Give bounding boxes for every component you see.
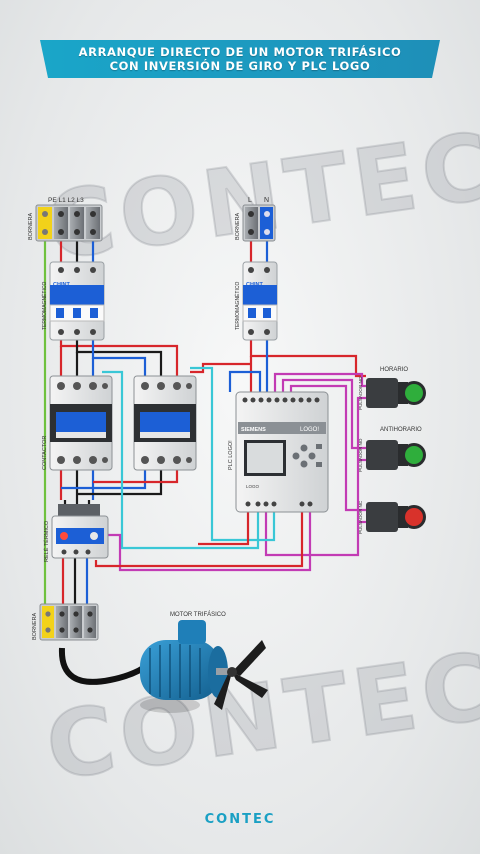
pushbutton-stop-side-label: PULSADOR NC <box>358 500 363 534</box>
title-line-2: CON INVERSIÓN DE GIRO Y PLC LOGO <box>109 59 371 73</box>
pushbutton-horario-label: HORARIO <box>380 367 408 373</box>
main-breaker-brand: CHINT <box>53 282 70 288</box>
control-n-label: N <box>264 197 269 204</box>
title-line-1: ARRANQUE DIRECTO DE UN MOTOR TRIFÁSICO <box>78 45 402 59</box>
wire-plc-btn-3 <box>289 384 368 512</box>
plc-brand: SIEMENS <box>241 427 266 433</box>
wire-plc-in-blue <box>228 370 262 392</box>
wire-km2-cross-2 <box>77 470 163 496</box>
motor-terminal-block <box>39 603 99 641</box>
footer-logo: CONTEC <box>204 812 276 827</box>
main-terminal-label: BORNERA <box>28 212 34 240</box>
main-breaker-label: TERMOMAGNÉTICO <box>41 282 48 330</box>
main-breaker <box>49 261 105 341</box>
wire-plc-common <box>198 512 250 546</box>
wire-plc-km1 <box>102 370 260 550</box>
motor-label: MOTOR TRIFÁSICO <box>170 611 226 618</box>
thermal-relay <box>51 504 109 559</box>
control-terminal-label: BORNERA <box>235 212 241 240</box>
pushbutton-horario-side-label: PULSADOR NO <box>358 376 363 410</box>
control-l-label: L <box>248 197 252 204</box>
wire-plc-km2 <box>190 366 276 542</box>
pushbutton-stop[interactable] <box>366 502 426 532</box>
main-phases-label: PE L1 L2 L3 <box>48 197 84 204</box>
control-breaker-brand: CHINT <box>246 282 263 288</box>
wire-ctrl-l <box>249 340 366 378</box>
contactor-label: CONTACTOR <box>42 436 48 470</box>
contactor-km1 <box>49 375 113 471</box>
pushbutton-antihorario-side-label: PULSADOR NO <box>358 438 363 472</box>
plc-model: LOGO! <box>300 427 319 433</box>
motor <box>140 620 268 713</box>
wire-l3-bus <box>91 338 147 378</box>
motor-terminal-label: BORNERA <box>32 612 38 640</box>
contactor-km2 <box>133 375 197 471</box>
wire-l2-bus <box>75 338 163 378</box>
plc-side-label: PLC LOGO! <box>228 440 234 470</box>
control-breaker <box>242 261 278 341</box>
control-breaker-label: TERMOMAGNÉTICO <box>234 282 241 330</box>
wire-thermal-aux-red <box>94 512 304 568</box>
wire-km2-cross-1 <box>61 470 147 490</box>
pushbutton-antihorario[interactable] <box>366 440 426 470</box>
pushbutton-horario[interactable] <box>366 378 426 408</box>
main-terminal-block <box>35 204 103 242</box>
plc-sub-label: LOGO <box>246 484 260 489</box>
wire-plc-btn-1 <box>273 372 368 392</box>
control-terminal-block <box>242 204 276 242</box>
thermal-label: RELÉ TÉRMICO <box>43 520 50 562</box>
wire-thermal-aux <box>102 512 312 572</box>
plc-logo <box>235 391 329 513</box>
wire-km2-cross-3 <box>93 470 179 484</box>
title-banner: ARRANQUE DIRECTO DE UN MOTOR TRIFÁSICO C… <box>40 40 440 78</box>
wire-l1-bus <box>59 338 179 378</box>
pushbutton-antihorario-label: ANTIHORARIO <box>380 427 422 433</box>
